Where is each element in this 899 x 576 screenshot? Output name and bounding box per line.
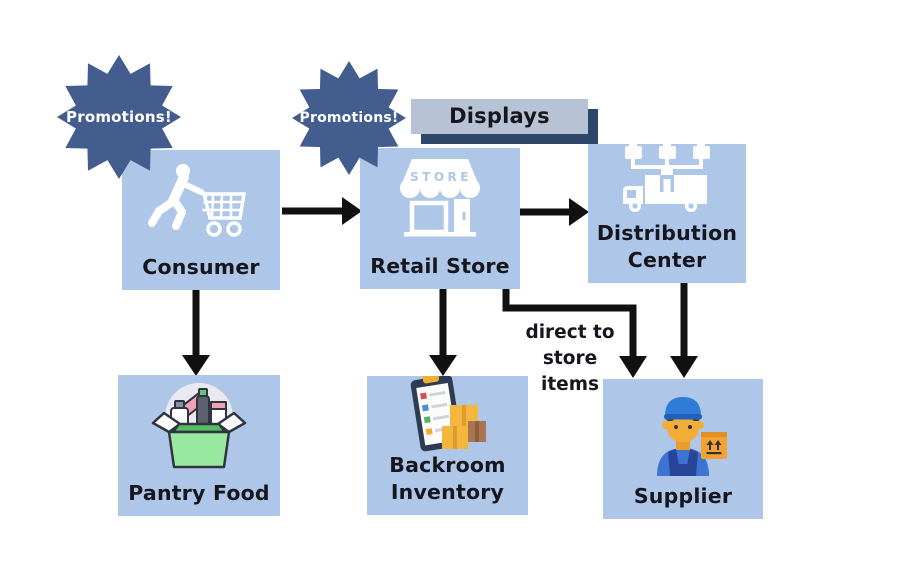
node-backroom-inventory: Backroom Inventory <box>367 376 528 515</box>
arrow-consumer-to-pantry-food <box>182 290 210 376</box>
retail-store-label: Retail Store <box>370 253 510 278</box>
promotions-badge-label: Promotions! <box>299 110 399 126</box>
arrow-retail-store-to-backroom-inventory <box>429 289 457 376</box>
promotions-badge-retail: Promotions! <box>292 61 406 175</box>
distribution-center-label: Distribution Center <box>596 220 738 272</box>
node-supplier: Supplier <box>603 379 763 519</box>
supplier-label: Supplier <box>633 483 733 508</box>
node-consumer: Consumer <box>122 150 280 290</box>
promotions-badge-label: Promotions! <box>66 108 172 126</box>
arrow-retail-store-to-distribution-center <box>520 198 589 226</box>
running-shopper-cart-icon <box>122 150 280 254</box>
starburst-shape <box>292 61 406 175</box>
consumer-label: Consumer <box>142 254 260 279</box>
delivery-person-icon <box>603 379 763 483</box>
svg-text:STORE: STORE <box>410 170 472 184</box>
node-pantry-food: Pantry Food <box>118 375 280 516</box>
displays-banner: Displays <box>411 99 588 134</box>
pantry-box-icon <box>118 375 280 480</box>
arrow-distribution-center-to-supplier <box>670 283 698 378</box>
promotions-badge-consumer: Promotions! <box>57 55 181 179</box>
direct-to-store-items-note: direct to store items <box>525 322 615 395</box>
storefront-icon: STORE <box>360 148 520 253</box>
inventory-clipboard-icon <box>367 376 528 452</box>
displays-banner-label: Displays <box>449 103 550 128</box>
backroom-inventory-label: Backroom Inventory <box>389 452 506 504</box>
pantry-food-label: Pantry Food <box>128 480 270 505</box>
distribution-truck-icon <box>588 144 746 220</box>
node-retail-store: STORE Retail Store <box>360 148 520 289</box>
arrow-consumer-to-retail-store <box>282 197 362 225</box>
node-distribution-center: Distribution Center <box>588 144 746 283</box>
starburst-shape <box>57 55 181 179</box>
